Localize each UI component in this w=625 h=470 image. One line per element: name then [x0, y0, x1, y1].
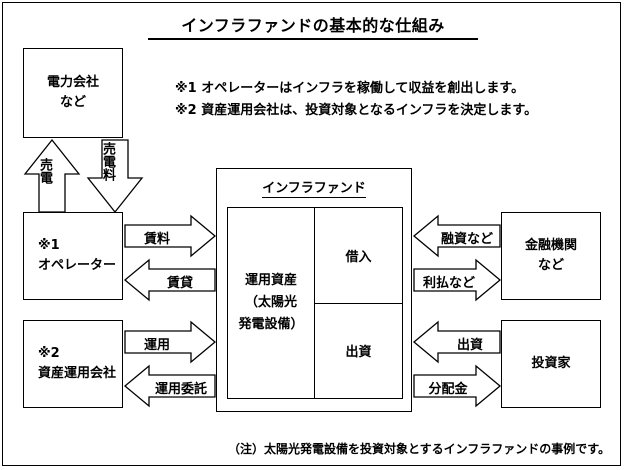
arrow-management-trust — [123, 364, 216, 408]
arrow-label-rent: 賃料 — [143, 232, 170, 247]
arrow-distribution — [413, 364, 502, 408]
arrow-loan — [412, 214, 501, 258]
box-investor: 投資家 — [501, 320, 601, 408]
fund-cell-debt: 借入 — [315, 208, 402, 304]
arrow-label-interest: 利払など — [422, 276, 475, 291]
fund-cell-equity: 出資 — [345, 345, 372, 361]
box-financial-institution: 金融機関 など — [501, 212, 601, 300]
box-operator: ※1 オペレーター — [23, 212, 123, 300]
note-line-1: ※1 オペレーターはインフラを稼働して収益を創出します。 — [175, 81, 525, 96]
box-operator-line1: ※1 — [38, 238, 60, 253]
notes-block: ※1 オペレーターはインフラを稼働して収益を創出します。 ※2 資産運用会社は、… — [175, 78, 537, 122]
fund-liabilities-column: 借入 出資 — [315, 208, 402, 398]
arrow-label-distribution: 分配金 — [428, 382, 468, 397]
arrow-power-fee — [86, 139, 144, 214]
fund-assets-line3: 発電設備） — [238, 317, 304, 332]
box-financial-institution-line2: など — [537, 258, 564, 273]
arrow-management — [124, 320, 217, 364]
outer-frame — [2, 2, 621, 466]
box-financial-institution-line1: 金融機関 — [524, 238, 577, 253]
arrow-label-sell-power: 売電 — [37, 158, 52, 184]
box-power-company: 電力会社 など — [23, 48, 123, 138]
arrow-label-management-trust: 運用委託 — [154, 382, 207, 397]
fund-title-text: インフラファンド — [262, 181, 366, 198]
box-asset-manager-line1: ※2 — [38, 346, 60, 361]
arrow-interest — [413, 258, 502, 302]
box-power-company-line1: 電力会社 — [46, 75, 99, 90]
arrow-sell-power — [23, 138, 81, 213]
fund-assets-line1: 運用資産 — [244, 273, 297, 288]
box-investor-line1: 投資家 — [531, 356, 571, 371]
arrow-label-loan: 融資など — [440, 232, 493, 247]
arrow-investment — [412, 320, 501, 364]
fund-inner-grid: 運用資産 （太陽光 発電設備） 借入 出資 — [227, 207, 403, 399]
arrow-lease — [123, 258, 216, 302]
fund-title: インフラファンド — [217, 177, 411, 198]
arrow-rent — [124, 214, 217, 258]
footnote: （注）太陽光発電設備を投資対象とするインフラファンドの事例です。 — [228, 442, 611, 456]
arrow-label-investment: 出資 — [456, 338, 483, 353]
fund-assets-line2: （太陽光 — [244, 295, 297, 310]
box-power-company-line2: など — [59, 95, 86, 110]
note-line-2: ※2 資産運用会社は、投資対象となるインフラを決定します。 — [175, 103, 538, 118]
arrow-label-lease: 賃貸 — [166, 276, 193, 291]
box-asset-manager-line2: 資産運用会社 — [38, 366, 117, 381]
fund-cell-assets: 運用資産 （太陽光 発電設備） — [228, 208, 315, 398]
page-title: インフラファンドの基本的な仕組み — [148, 12, 478, 40]
box-infra-fund: インフラファンド 運用資産 （太陽光 発電設備） 借入 出資 — [216, 168, 412, 412]
arrow-label-management: 運用 — [143, 338, 170, 353]
box-operator-line2: オペレーター — [38, 258, 117, 273]
box-asset-manager: ※2 資産運用会社 — [23, 320, 123, 408]
arrow-label-power-fee: 売電料 — [100, 142, 115, 181]
